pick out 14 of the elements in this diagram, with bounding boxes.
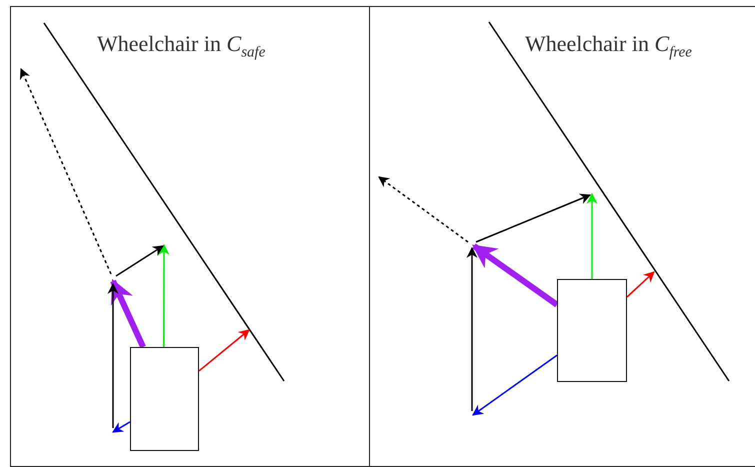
- arrow: [158, 244, 170, 347]
- diagram-panel: [369, 6, 755, 467]
- panel-title: Wheelchair in C$_{safe}$: [97, 31, 266, 62]
- wheelchair-box: [557, 279, 627, 382]
- arrow: [112, 421, 130, 433]
- arrow: [586, 192, 598, 279]
- panel-title: Wheelchair in C$_{free}$: [525, 31, 692, 62]
- diagram-panel: [10, 6, 370, 467]
- arrow: [472, 354, 558, 416]
- thick-arrow: [472, 244, 559, 308]
- arrow: [198, 329, 250, 372]
- arrow: [626, 271, 655, 298]
- thick-arrow: [110, 278, 146, 348]
- wheelchair-box: [130, 347, 199, 451]
